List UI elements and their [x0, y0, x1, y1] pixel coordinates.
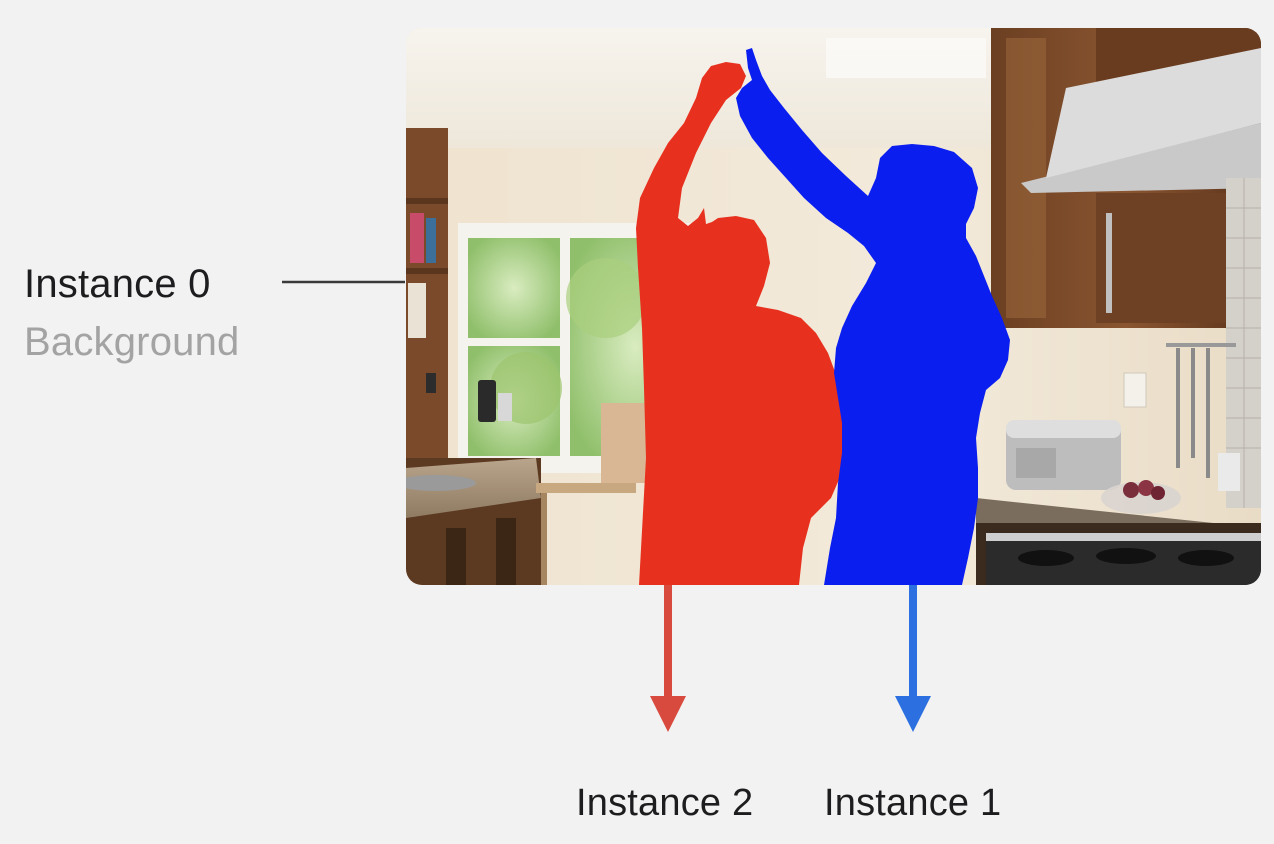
instance-1-label: Instance 1: [824, 782, 1002, 824]
instance-1-mask: [736, 48, 1010, 585]
instance-0-label: Instance 0: [24, 262, 211, 306]
kitchen-scene: [406, 28, 1261, 585]
instance-2-arrow: [650, 585, 686, 732]
instance-2-label: Instance 2: [576, 782, 754, 824]
segmented-photo: [406, 28, 1261, 585]
instance-2-mask: [636, 62, 848, 585]
instance-1-arrow: [895, 585, 931, 732]
instance-0-sublabel: Background: [24, 320, 240, 364]
